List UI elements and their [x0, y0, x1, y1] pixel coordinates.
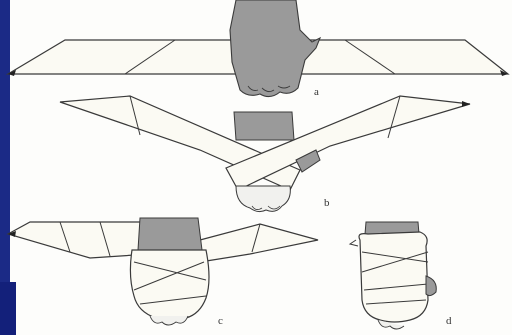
panel-b-label: b: [324, 197, 330, 209]
panel-c: c: [6, 217, 319, 327]
panel-b-strip-right: [225, 95, 471, 191]
panel-c-strip-right: [199, 223, 319, 263]
panel-b: b: [59, 95, 471, 213]
panel-a-strip-tip-left: [8, 70, 16, 76]
panel-b-leg: [233, 111, 295, 141]
panel-d-wrapped-foot: [358, 231, 429, 323]
panel-d-label: d: [446, 315, 452, 327]
left-edge-bar: [0, 0, 10, 335]
panel-a: a: [5, 0, 510, 98]
panel-b-paw: [235, 185, 291, 213]
panel-d: d: [348, 221, 452, 330]
panel-c-strip-left: [6, 221, 151, 259]
panel-c-label: c: [218, 315, 223, 327]
panel-c-wrapped-foot: [129, 249, 210, 321]
panel-a-leg: [229, 0, 322, 98]
left-edge-block: [0, 282, 16, 335]
panel-a-strip-tip-right: [500, 70, 508, 76]
panel-a-label: a: [314, 86, 319, 98]
